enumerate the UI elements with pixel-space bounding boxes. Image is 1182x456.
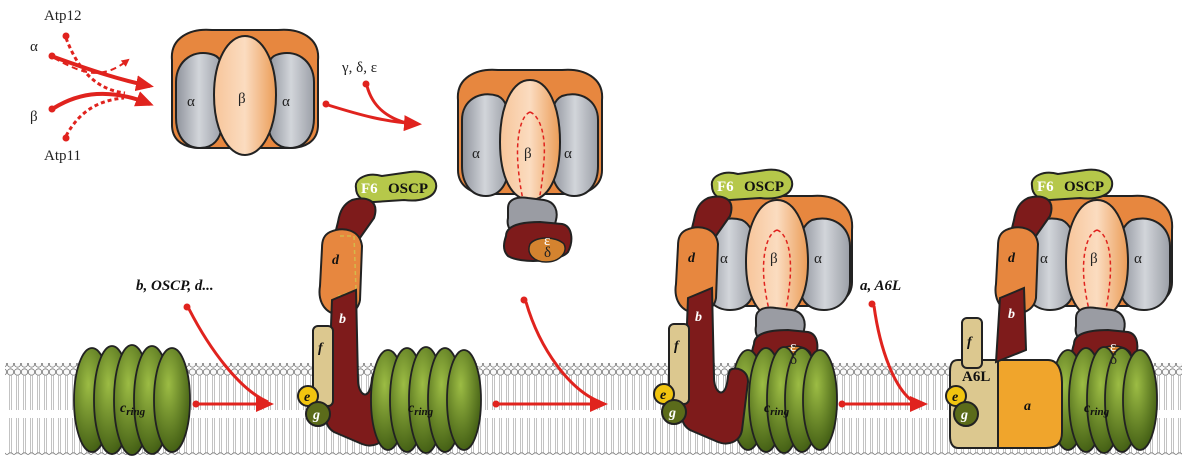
c4-e: e <box>952 390 958 405</box>
subunit-input-arrows <box>49 33 151 142</box>
stalk-e: e <box>304 390 310 405</box>
complex-without-a <box>654 170 852 453</box>
c-ring-1 <box>74 345 190 455</box>
c3-alpha-left: α <box>720 251 728 267</box>
input-label-atp12: Atp12 <box>44 8 82 24</box>
stalk-g: g <box>312 408 320 423</box>
f1-alpha-right: α <box>564 146 572 162</box>
c3-beta: β <box>770 251 778 267</box>
c3-b: b <box>695 310 702 325</box>
c4-b: b <box>1008 307 1015 322</box>
c4-a6l: A6L <box>962 369 990 385</box>
step3-label: b, OSCP, d... <box>136 278 214 294</box>
c3-f6: F6 <box>717 179 734 195</box>
input-label-beta: β <box>30 109 38 125</box>
c3-e: e <box>660 388 666 403</box>
c4-alpha-right: α <box>1134 251 1142 267</box>
input-label-atp11: Atp11 <box>44 148 81 164</box>
f1-beta: β <box>524 146 532 162</box>
c4-beta: β <box>1090 251 1098 267</box>
c4-a: a <box>1024 399 1031 414</box>
stalk-f6: F6 <box>361 181 378 197</box>
stalk-b: b <box>339 312 346 327</box>
c4-alpha-left: α <box>1040 251 1048 267</box>
f1-delta: δ <box>544 245 551 261</box>
c3-d: d <box>688 251 696 266</box>
c4-g: g <box>960 408 968 423</box>
c4-f6: F6 <box>1037 179 1054 195</box>
c4-delta: δ <box>1110 352 1117 368</box>
complete-atp-synthase <box>946 170 1172 453</box>
c-ring-2 <box>371 347 481 453</box>
c3-g: g <box>668 406 676 421</box>
f1-with-central-stalk <box>458 70 602 262</box>
input-label-alpha: α <box>30 39 38 55</box>
c3-alpha-right: α <box>814 251 822 267</box>
f1-alpha-left: α <box>472 146 480 162</box>
hexamer-alpha-left: α <box>187 94 195 110</box>
step4-label: a, A6L <box>860 278 901 294</box>
step2-label: γ, δ, ε <box>341 60 377 76</box>
c3-oscp: OSCP <box>744 179 784 195</box>
stalk-d: d <box>332 253 340 268</box>
c4-d: d <box>1008 251 1016 266</box>
c3-delta: δ <box>790 352 797 368</box>
hexamer-beta: β <box>238 91 246 107</box>
c4-oscp: OSCP <box>1064 179 1104 195</box>
step2-arrow <box>323 81 419 125</box>
hexamer-alpha-right: α <box>282 94 290 110</box>
stalk-oscp: OSCP <box>388 181 428 197</box>
